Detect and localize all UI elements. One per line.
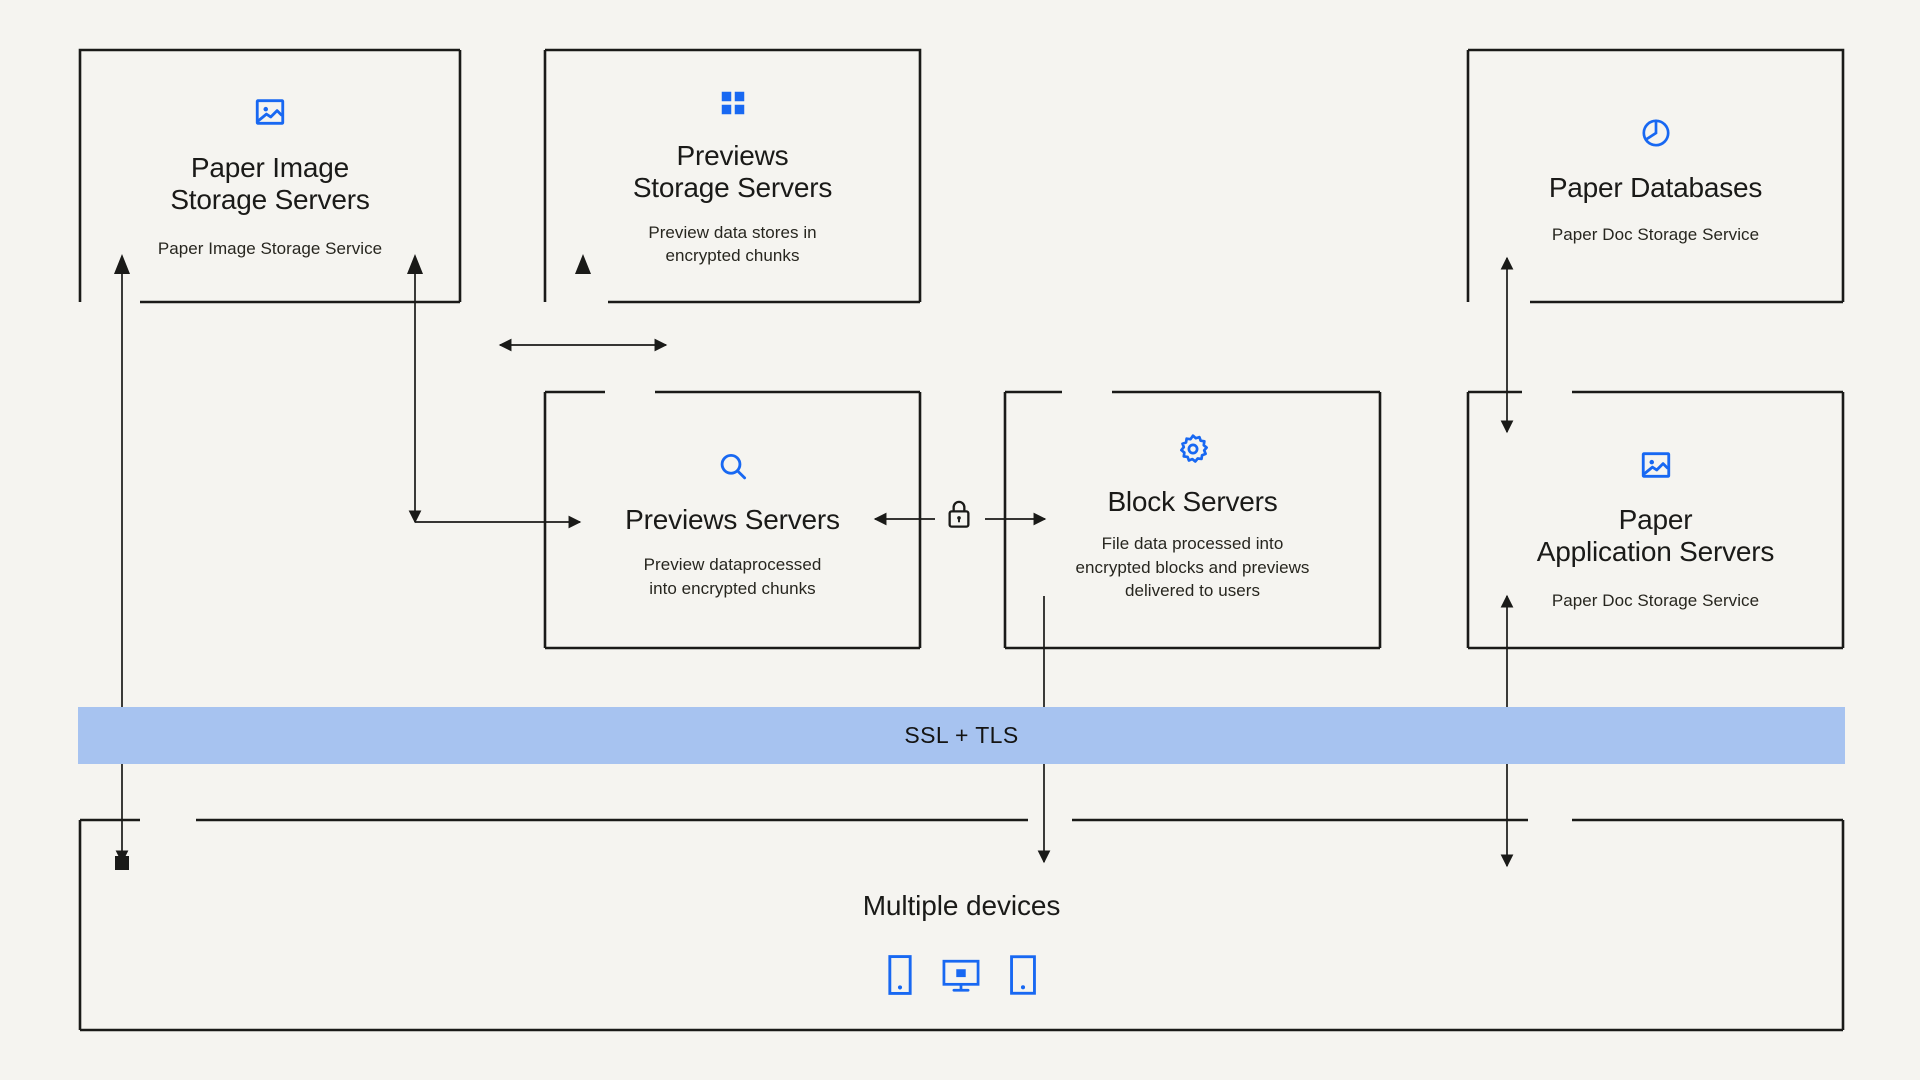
node-previews-storage-servers[interactable]: Previews Storage Servers Preview data st… bbox=[545, 88, 920, 268]
node-subtitle: Preview dataprocessed into encrypted chu… bbox=[643, 555, 822, 598]
device-icons-row bbox=[80, 950, 1843, 1000]
node-subtitle: Paper Doc Storage Service bbox=[1551, 590, 1760, 610]
node-subtitle: Preview data stores in encrypted chunks bbox=[648, 222, 817, 266]
node-title: Paper Databases bbox=[1548, 172, 1763, 203]
node-previews-servers[interactable]: Previews Servers Preview dataprocessed i… bbox=[545, 450, 920, 600]
search-icon bbox=[716, 450, 750, 484]
mobile-phone-icon bbox=[886, 953, 914, 997]
security-band: SSL + TLS bbox=[78, 707, 1845, 764]
node-block-servers[interactable]: Block Servers File data processed into e… bbox=[1005, 432, 1380, 603]
security-band-label: SSL + TLS bbox=[904, 722, 1019, 748]
node-title: Paper Image Storage Servers bbox=[170, 152, 370, 216]
devices-title: Multiple devices bbox=[862, 890, 1061, 921]
node-paper-databases[interactable]: Paper Databases Paper Doc Storage Servic… bbox=[1468, 116, 1843, 247]
node-title: Previews Storage Servers bbox=[632, 140, 833, 204]
node-subtitle: Paper Image Storage Service bbox=[157, 238, 383, 258]
node-title: Paper Application Servers bbox=[1536, 504, 1775, 568]
grid-icon bbox=[718, 88, 748, 118]
node-subtitle: Paper Doc Storage Service bbox=[1551, 225, 1760, 245]
padlock-icon bbox=[944, 498, 974, 537]
node-title: Block Servers bbox=[1107, 486, 1278, 517]
node-title: Previews Servers bbox=[625, 504, 840, 535]
gear-icon bbox=[1176, 432, 1210, 466]
image-icon bbox=[253, 95, 287, 129]
image-icon bbox=[1639, 448, 1673, 482]
line-end-square-marker bbox=[115, 856, 129, 870]
desktop-monitor-icon bbox=[940, 954, 982, 996]
node-subtitle: File data processed into encrypted block… bbox=[1075, 534, 1310, 601]
tablet-icon bbox=[1008, 953, 1038, 997]
node-paper-image-storage-servers[interactable]: Paper Image Storage Servers Paper Image … bbox=[80, 95, 460, 260]
node-paper-application-servers[interactable]: Paper Application Servers Paper Doc Stor… bbox=[1468, 448, 1843, 612]
pie-chart-icon bbox=[1639, 116, 1673, 150]
